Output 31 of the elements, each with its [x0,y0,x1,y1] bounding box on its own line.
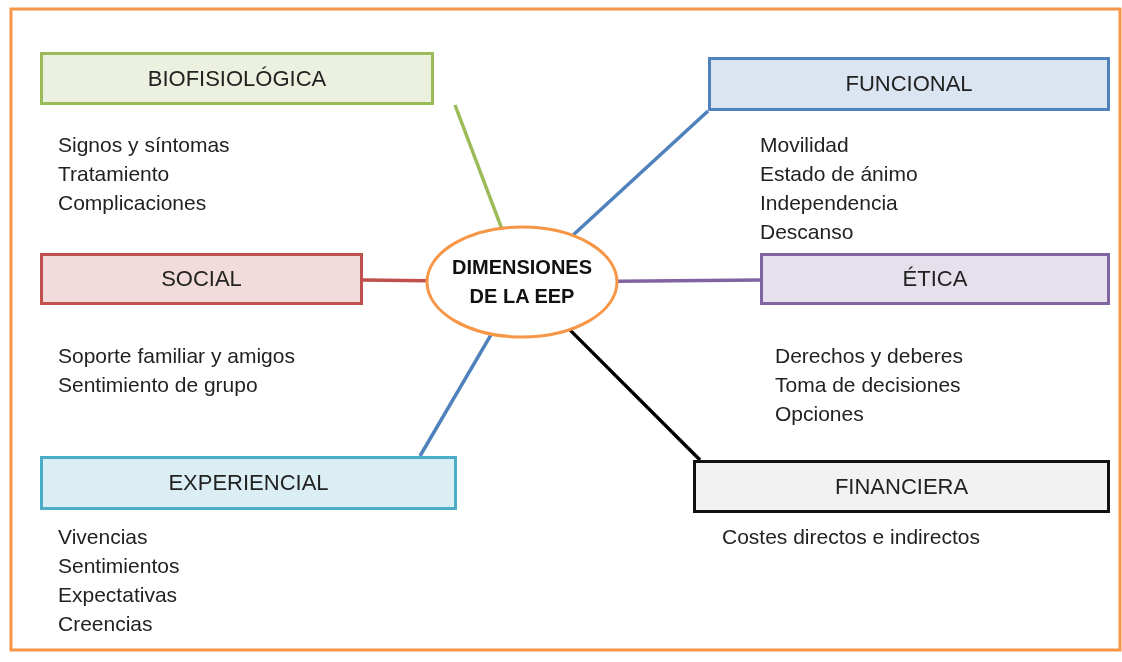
list-item: Independencia [760,190,898,216]
category-box: FINANCIERA [693,460,1110,513]
list-item: Movilidad [760,132,849,158]
connector-line [617,278,760,283]
category-box: ÉTICA [760,253,1110,305]
category-box: EXPERIENCIAL [40,456,457,510]
list-item: Tratamiento [58,161,170,187]
list-item: Descanso [760,219,854,245]
list-item: Sentimientos [58,553,180,579]
category-box: BIOFISIOLÓGICA [40,52,434,105]
list-item: Expectativas [58,582,178,608]
center-ellipse [425,225,619,339]
center-title: DIMENSIONES DE LA EEP [451,255,593,309]
list-item: Soporte familiar y amigos [58,343,295,369]
list-item: Costes directos e indirectos [722,524,980,550]
list-item: Complicaciones [58,190,207,216]
list-item: Sentimiento de grupo [58,372,258,398]
connector-line [453,104,503,228]
list-item: Creencias [58,611,153,637]
list-item: Estado de ánimo [760,161,918,187]
connector-line [418,334,493,457]
category-box: FUNCIONAL [708,57,1110,111]
connector-line [569,329,702,462]
list-item: Opciones [775,401,864,427]
connector-line [572,109,710,236]
list-item: Toma de decisiones [775,372,961,398]
list-item: Derechos y deberes [775,343,963,369]
category-box: SOCIAL [40,253,363,305]
list-item: Signos y síntomas [58,132,230,158]
list-item: Vivencias [58,524,148,550]
connector-line [362,278,427,283]
